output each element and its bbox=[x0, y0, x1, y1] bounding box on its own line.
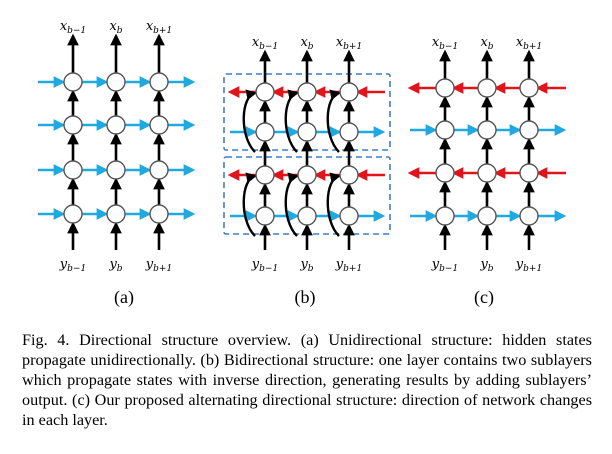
curved-arrow-2-2 bbox=[284, 89, 300, 153]
output-label-3: xb+1 bbox=[336, 35, 362, 52]
output-label-2: xb bbox=[109, 19, 122, 36]
curved-arrow-3-1 bbox=[326, 172, 342, 237]
node-r3-c3 bbox=[519, 163, 539, 183]
node-r2-c2 bbox=[297, 122, 317, 142]
input-label-1: yb−1 bbox=[251, 257, 278, 274]
input-label-1: yb−1 bbox=[59, 257, 86, 274]
node-r4-c1 bbox=[63, 204, 83, 224]
input-label-2: yb bbox=[479, 257, 493, 274]
output-label-3: xb+1 bbox=[146, 19, 172, 36]
node-r4-c2 bbox=[297, 206, 317, 226]
panel-b-label: (b) bbox=[295, 287, 316, 308]
node-r3-c3 bbox=[149, 160, 169, 180]
output-label-1: xb−1 bbox=[432, 35, 458, 52]
node-r4-c1 bbox=[435, 206, 455, 226]
node-r2-c3 bbox=[519, 120, 539, 140]
panel-a-label: (a) bbox=[114, 287, 134, 308]
node-r3-c1 bbox=[63, 160, 83, 180]
node-r1-c2 bbox=[297, 82, 317, 102]
input-label-3: yb+1 bbox=[145, 257, 172, 274]
figure-caption: Fig. 4. Directional structure overview. … bbox=[22, 331, 592, 429]
directional-structure-figure: (a) (b) (c) xb−1 yb−1 xb yb xb+1 yb+1 xb−1 yb−… bbox=[38, 19, 567, 308]
output-label-2: xb bbox=[300, 35, 313, 52]
node-r1-c3 bbox=[149, 72, 169, 92]
node-r3-c3 bbox=[339, 165, 359, 185]
node-r2-c3 bbox=[149, 115, 169, 135]
node-r1-c1 bbox=[63, 72, 83, 92]
curved-arrow-1-2 bbox=[242, 89, 258, 153]
node-r1-c3 bbox=[339, 82, 359, 102]
input-label-2: yb bbox=[299, 257, 313, 274]
node-r1-c1 bbox=[435, 78, 455, 98]
node-r3-c2 bbox=[297, 165, 317, 185]
node-r1-c2 bbox=[477, 78, 497, 98]
node-r3-c1 bbox=[435, 163, 455, 183]
input-label-1: yb−1 bbox=[431, 257, 458, 274]
curved-arrow-2-1 bbox=[284, 172, 300, 237]
node-r2-c1 bbox=[255, 122, 275, 142]
input-label-3: yb+1 bbox=[335, 257, 362, 274]
node-r4-c3 bbox=[149, 204, 169, 224]
node-r1-c1 bbox=[255, 82, 275, 102]
node-r4-c1 bbox=[255, 206, 275, 226]
node-r2-c1 bbox=[435, 120, 455, 140]
curved-arrow-3-2 bbox=[326, 89, 342, 153]
node-r2-c3 bbox=[339, 122, 359, 142]
node-r3-c2 bbox=[106, 160, 126, 180]
node-r4-c3 bbox=[519, 206, 539, 226]
node-r3-c1 bbox=[255, 165, 275, 185]
output-label-1: xb−1 bbox=[252, 35, 278, 52]
node-r4-c3 bbox=[339, 206, 359, 226]
node-r3-c2 bbox=[477, 163, 497, 183]
output-label-1: xb−1 bbox=[60, 19, 86, 36]
node-r2-c2 bbox=[106, 115, 126, 135]
node-r4-c2 bbox=[477, 206, 497, 226]
output-label-2: xb bbox=[480, 35, 493, 52]
node-r2-c1 bbox=[63, 115, 83, 135]
node-r2-c2 bbox=[477, 120, 497, 140]
panel-c-label: (c) bbox=[474, 287, 494, 308]
node-r4-c2 bbox=[106, 204, 126, 224]
input-label-3: yb+1 bbox=[515, 257, 542, 274]
panel-b-bidirectional: xb−1 yb−1 xb yb xb+1 yb+1 bbox=[223, 35, 391, 274]
panel-c-alternating: xb−1 yb−1 xb yb xb+1 yb+1 bbox=[407, 35, 567, 274]
input-label-2: yb bbox=[108, 257, 122, 274]
output-label-3: xb+1 bbox=[516, 35, 542, 52]
node-r1-c2 bbox=[106, 72, 126, 92]
curved-arrow-1-1 bbox=[242, 172, 258, 237]
panel-a-unidirectional: xb−1 yb−1 xb yb xb+1 yb+1 bbox=[38, 19, 196, 274]
node-r1-c3 bbox=[519, 78, 539, 98]
